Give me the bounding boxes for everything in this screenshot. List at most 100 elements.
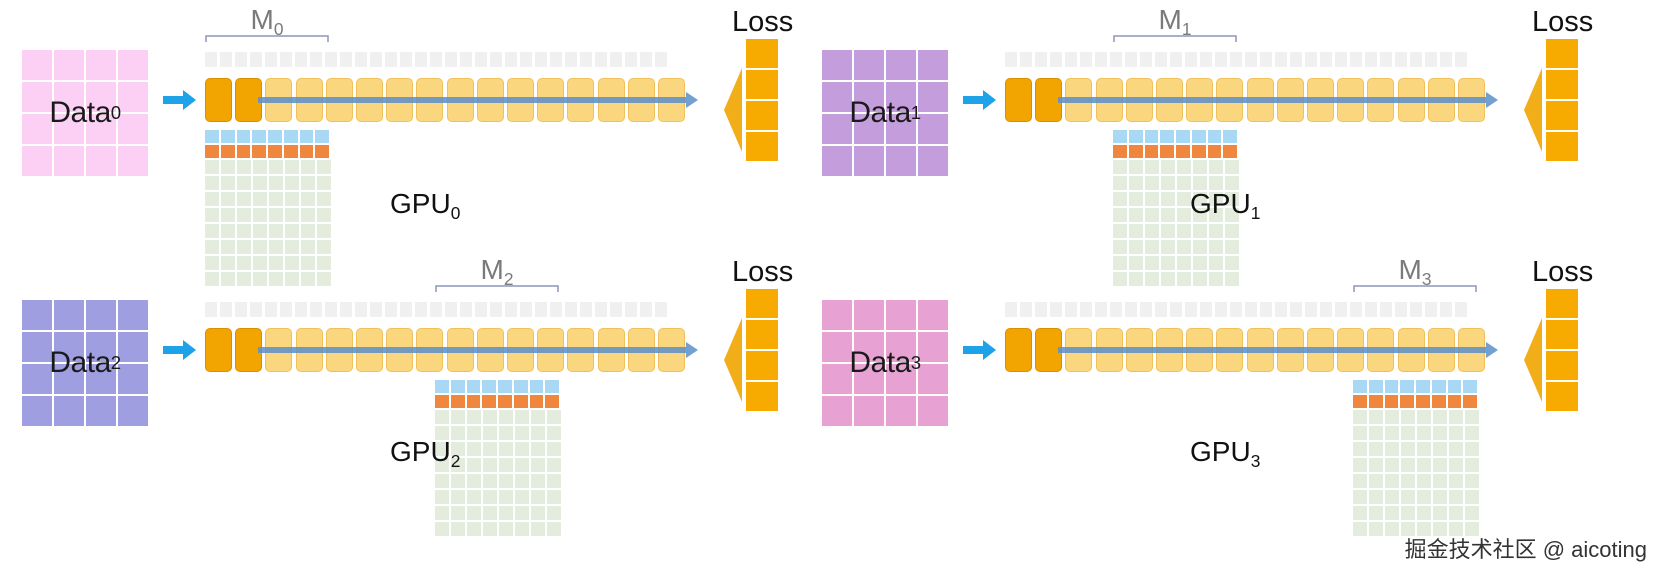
optimizer-state-cell — [1465, 458, 1479, 472]
parameter-strip-cell — [550, 302, 562, 317]
data-cell — [918, 82, 948, 112]
parameter-strip-cell — [1065, 302, 1077, 317]
optimizer-state-cell — [1353, 458, 1367, 472]
parameter-strip-cell — [250, 302, 262, 317]
optimizer-state-cell — [253, 240, 267, 254]
parameter-strip-cell — [1230, 302, 1242, 317]
parameter-cell — [236, 130, 251, 143]
parameter-strip-cell — [385, 52, 397, 67]
optimizer-state-cell — [531, 410, 545, 424]
gpu-label-subscript: 2 — [450, 451, 461, 472]
data-cell — [918, 50, 948, 80]
optimizer-state-cell — [499, 506, 513, 520]
parameter-strip-cell — [1335, 302, 1347, 317]
optimizer-state-cell — [435, 506, 449, 520]
gpu-memory-shard — [435, 380, 561, 536]
forward-pass-arrow-icon — [1058, 342, 1498, 358]
backward-pass-arrow-shape — [1524, 68, 1542, 152]
parameter-cell — [1191, 130, 1206, 143]
optimizer-state-cell — [1401, 490, 1415, 504]
optimizer-state-cell — [531, 490, 545, 504]
optimizer-state-cell — [1353, 410, 1367, 424]
model-shard-label-subscript: 1 — [1181, 19, 1192, 40]
data-label-subscript: 1 — [910, 102, 921, 123]
optimizer-state-cell — [253, 256, 267, 270]
loss-cell — [746, 101, 778, 130]
parameter-strip-cell — [580, 302, 592, 317]
optimizer-state-cell — [285, 208, 299, 222]
optimizer-state-cell — [205, 160, 219, 174]
optimizer-state-cell — [1177, 224, 1191, 238]
parameter-strip — [1005, 52, 1467, 67]
data-cell — [22, 300, 52, 330]
optimizer-state-cell — [317, 160, 331, 174]
parameter-strip-cell — [1410, 302, 1422, 317]
data-cell — [54, 146, 84, 176]
optimizer-state-cell — [451, 458, 465, 472]
parameter-strip-cell — [1410, 52, 1422, 67]
parameter-strip-cell — [400, 52, 412, 67]
parameter-strip-cell — [1320, 52, 1332, 67]
optimizer-state-cell — [1433, 442, 1447, 456]
data-label-text: Data — [49, 346, 111, 379]
data-cell — [22, 50, 52, 80]
parameter-strip-cell — [580, 52, 592, 67]
parameter-cell — [1400, 380, 1414, 393]
model-shard-label-subscript: 0 — [273, 19, 284, 40]
optimizer-state-cell — [531, 458, 545, 472]
parameter-strip-cell — [1095, 52, 1107, 67]
optimizer-state-cell — [1113, 240, 1127, 254]
parameter-cell — [268, 130, 282, 143]
parameter-strip-cell — [610, 52, 622, 67]
parameter-strip-cell — [625, 52, 637, 67]
parameter-strip-cell — [1380, 52, 1392, 67]
optimizer-state-cell — [1417, 506, 1431, 520]
parameter-strip-cell — [1050, 302, 1062, 317]
optimizer-state-cell — [547, 458, 561, 472]
optimizer-state-cell — [467, 522, 481, 536]
optimizer-state-cell — [1353, 442, 1367, 456]
optimizer-state-cell — [1449, 506, 1463, 520]
optimizer-state-cell — [499, 426, 513, 440]
loss-cell — [1546, 320, 1578, 349]
parameter-cell — [252, 130, 266, 143]
optimizer-state-cell — [301, 272, 315, 286]
optimizer-state-cell — [237, 160, 251, 174]
parameter-strip-cell — [1305, 52, 1317, 67]
parameter-strip-cell — [640, 302, 652, 317]
optimizer-state-cell — [269, 176, 283, 190]
parameter-cell — [466, 380, 481, 393]
optimizer-state-cell — [301, 240, 315, 254]
data-cell — [886, 396, 916, 426]
data-cell — [886, 82, 916, 112]
data-label-text: Data — [849, 346, 911, 379]
backward-pass-arrow-icon — [1524, 68, 1542, 152]
optimizer-state-cell — [205, 224, 219, 238]
optimizer-state-cell — [269, 192, 283, 206]
optimizer-state-cell — [467, 474, 481, 488]
forward-pass-arrow-icon — [1058, 92, 1498, 108]
gradient-cell — [283, 145, 298, 158]
model-shard-bracket-line — [1353, 285, 1477, 292]
data-cell — [854, 300, 884, 330]
parameter-strip-cell — [655, 52, 667, 67]
data-cell — [118, 146, 148, 176]
optimizer-state-cell — [451, 474, 465, 488]
parameters-row — [205, 130, 329, 143]
parameter-strip-cell — [1455, 302, 1467, 317]
parameter-strip-cell — [595, 302, 607, 317]
parameter-strip-cell — [1440, 52, 1452, 67]
parameter-strip-cell — [1005, 302, 1017, 317]
model-shard-bracket-line — [435, 285, 559, 292]
optimizer-state-cell — [205, 240, 219, 254]
optimizer-state-cell — [1177, 192, 1191, 206]
forward-pass-arrow-icon — [258, 342, 698, 358]
gpu-label: GPU0 — [390, 188, 460, 224]
parameter-strip-cell — [235, 52, 247, 67]
data-cell — [886, 114, 916, 144]
optimizer-state-cell — [1433, 474, 1447, 488]
parameter-strip-cell — [1170, 52, 1182, 67]
optimizer-state-cell — [1353, 490, 1367, 504]
parameter-strip-cell — [1050, 52, 1062, 67]
